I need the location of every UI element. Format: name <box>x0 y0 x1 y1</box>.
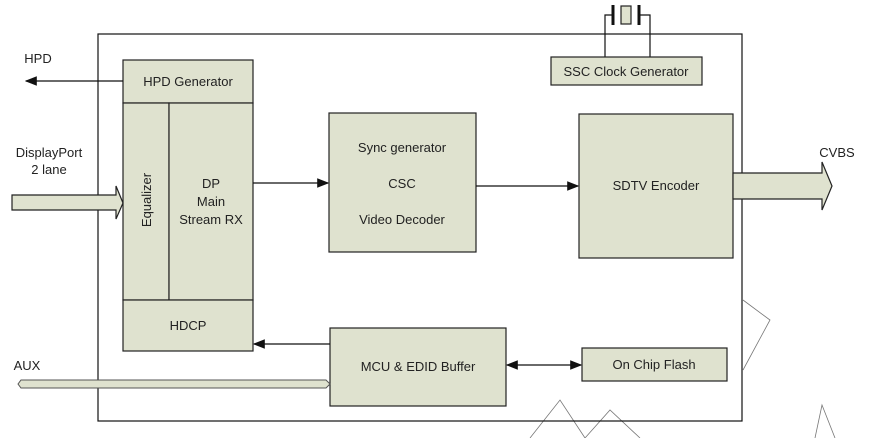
ssc-clock-generator-block: SSC Clock Generator <box>550 56 703 86</box>
svg-text:Sync generator: Sync generator <box>358 140 447 155</box>
video-processing-block: Sync generator CSC Video Decoder <box>328 112 477 253</box>
svg-text:SSC Clock Generator: SSC Clock Generator <box>564 64 690 79</box>
svg-text:MCU & EDID Buffer: MCU & EDID Buffer <box>361 359 476 374</box>
hpd-label: HPD <box>24 51 51 66</box>
svg-text:HDCP: HDCP <box>170 318 207 333</box>
hpd-generator-block: HPD Generator <box>122 59 254 104</box>
cvbs-output-arrow <box>732 161 833 211</box>
svg-text:CSC: CSC <box>388 176 415 191</box>
aux-bus-arrow <box>17 379 331 389</box>
svg-text:Stream RX: Stream RX <box>179 212 243 227</box>
svg-text:On Chip Flash: On Chip Flash <box>612 357 695 372</box>
svg-text:Video Decoder: Video Decoder <box>359 212 445 227</box>
displayport-label: DisplayPort <box>16 145 83 160</box>
chip-boundary <box>97 33 743 422</box>
displayport-input-arrow <box>11 185 124 220</box>
dp-main-stream-rx-block: DP Main Stream RX <box>168 102 254 301</box>
watermark <box>529 299 836 438</box>
svg-text:Main: Main <box>197 194 225 209</box>
aux-label: AUX <box>14 358 41 373</box>
svg-text:Equalizer: Equalizer <box>139 172 154 227</box>
svg-text:HPD Generator: HPD Generator <box>143 74 233 89</box>
crystal-icon <box>604 5 651 57</box>
on-chip-flash-block: On Chip Flash <box>581 347 728 382</box>
cvbs-label: CVBS <box>819 145 855 160</box>
sdtv-encoder-block: SDTV Encoder <box>578 113 734 259</box>
svg-text:SDTV Encoder: SDTV Encoder <box>613 178 700 193</box>
lanes-label: 2 lane <box>31 162 66 177</box>
hdcp-block: HDCP <box>122 299 254 352</box>
equalizer-block: Equalizer <box>122 102 170 301</box>
mcu-edid-buffer-block: MCU & EDID Buffer <box>329 327 507 407</box>
svg-text:DP: DP <box>202 176 220 191</box>
